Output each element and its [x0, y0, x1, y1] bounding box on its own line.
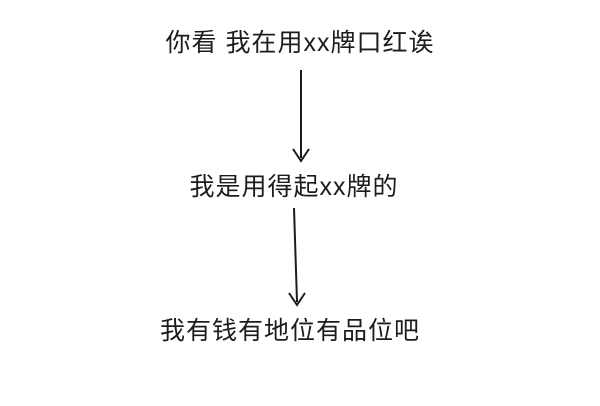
- diagram-step-label-3: 我有钱有地位有品位吧: [159, 317, 420, 345]
- down-arrow-icon: [288, 207, 306, 307]
- diagram-step-label-2: 我是用得起xx牌的: [189, 173, 399, 201]
- down-arrow-icon: [292, 70, 310, 163]
- diagram-step-label-1: 你看 我在用xx牌口红诶: [165, 29, 435, 57]
